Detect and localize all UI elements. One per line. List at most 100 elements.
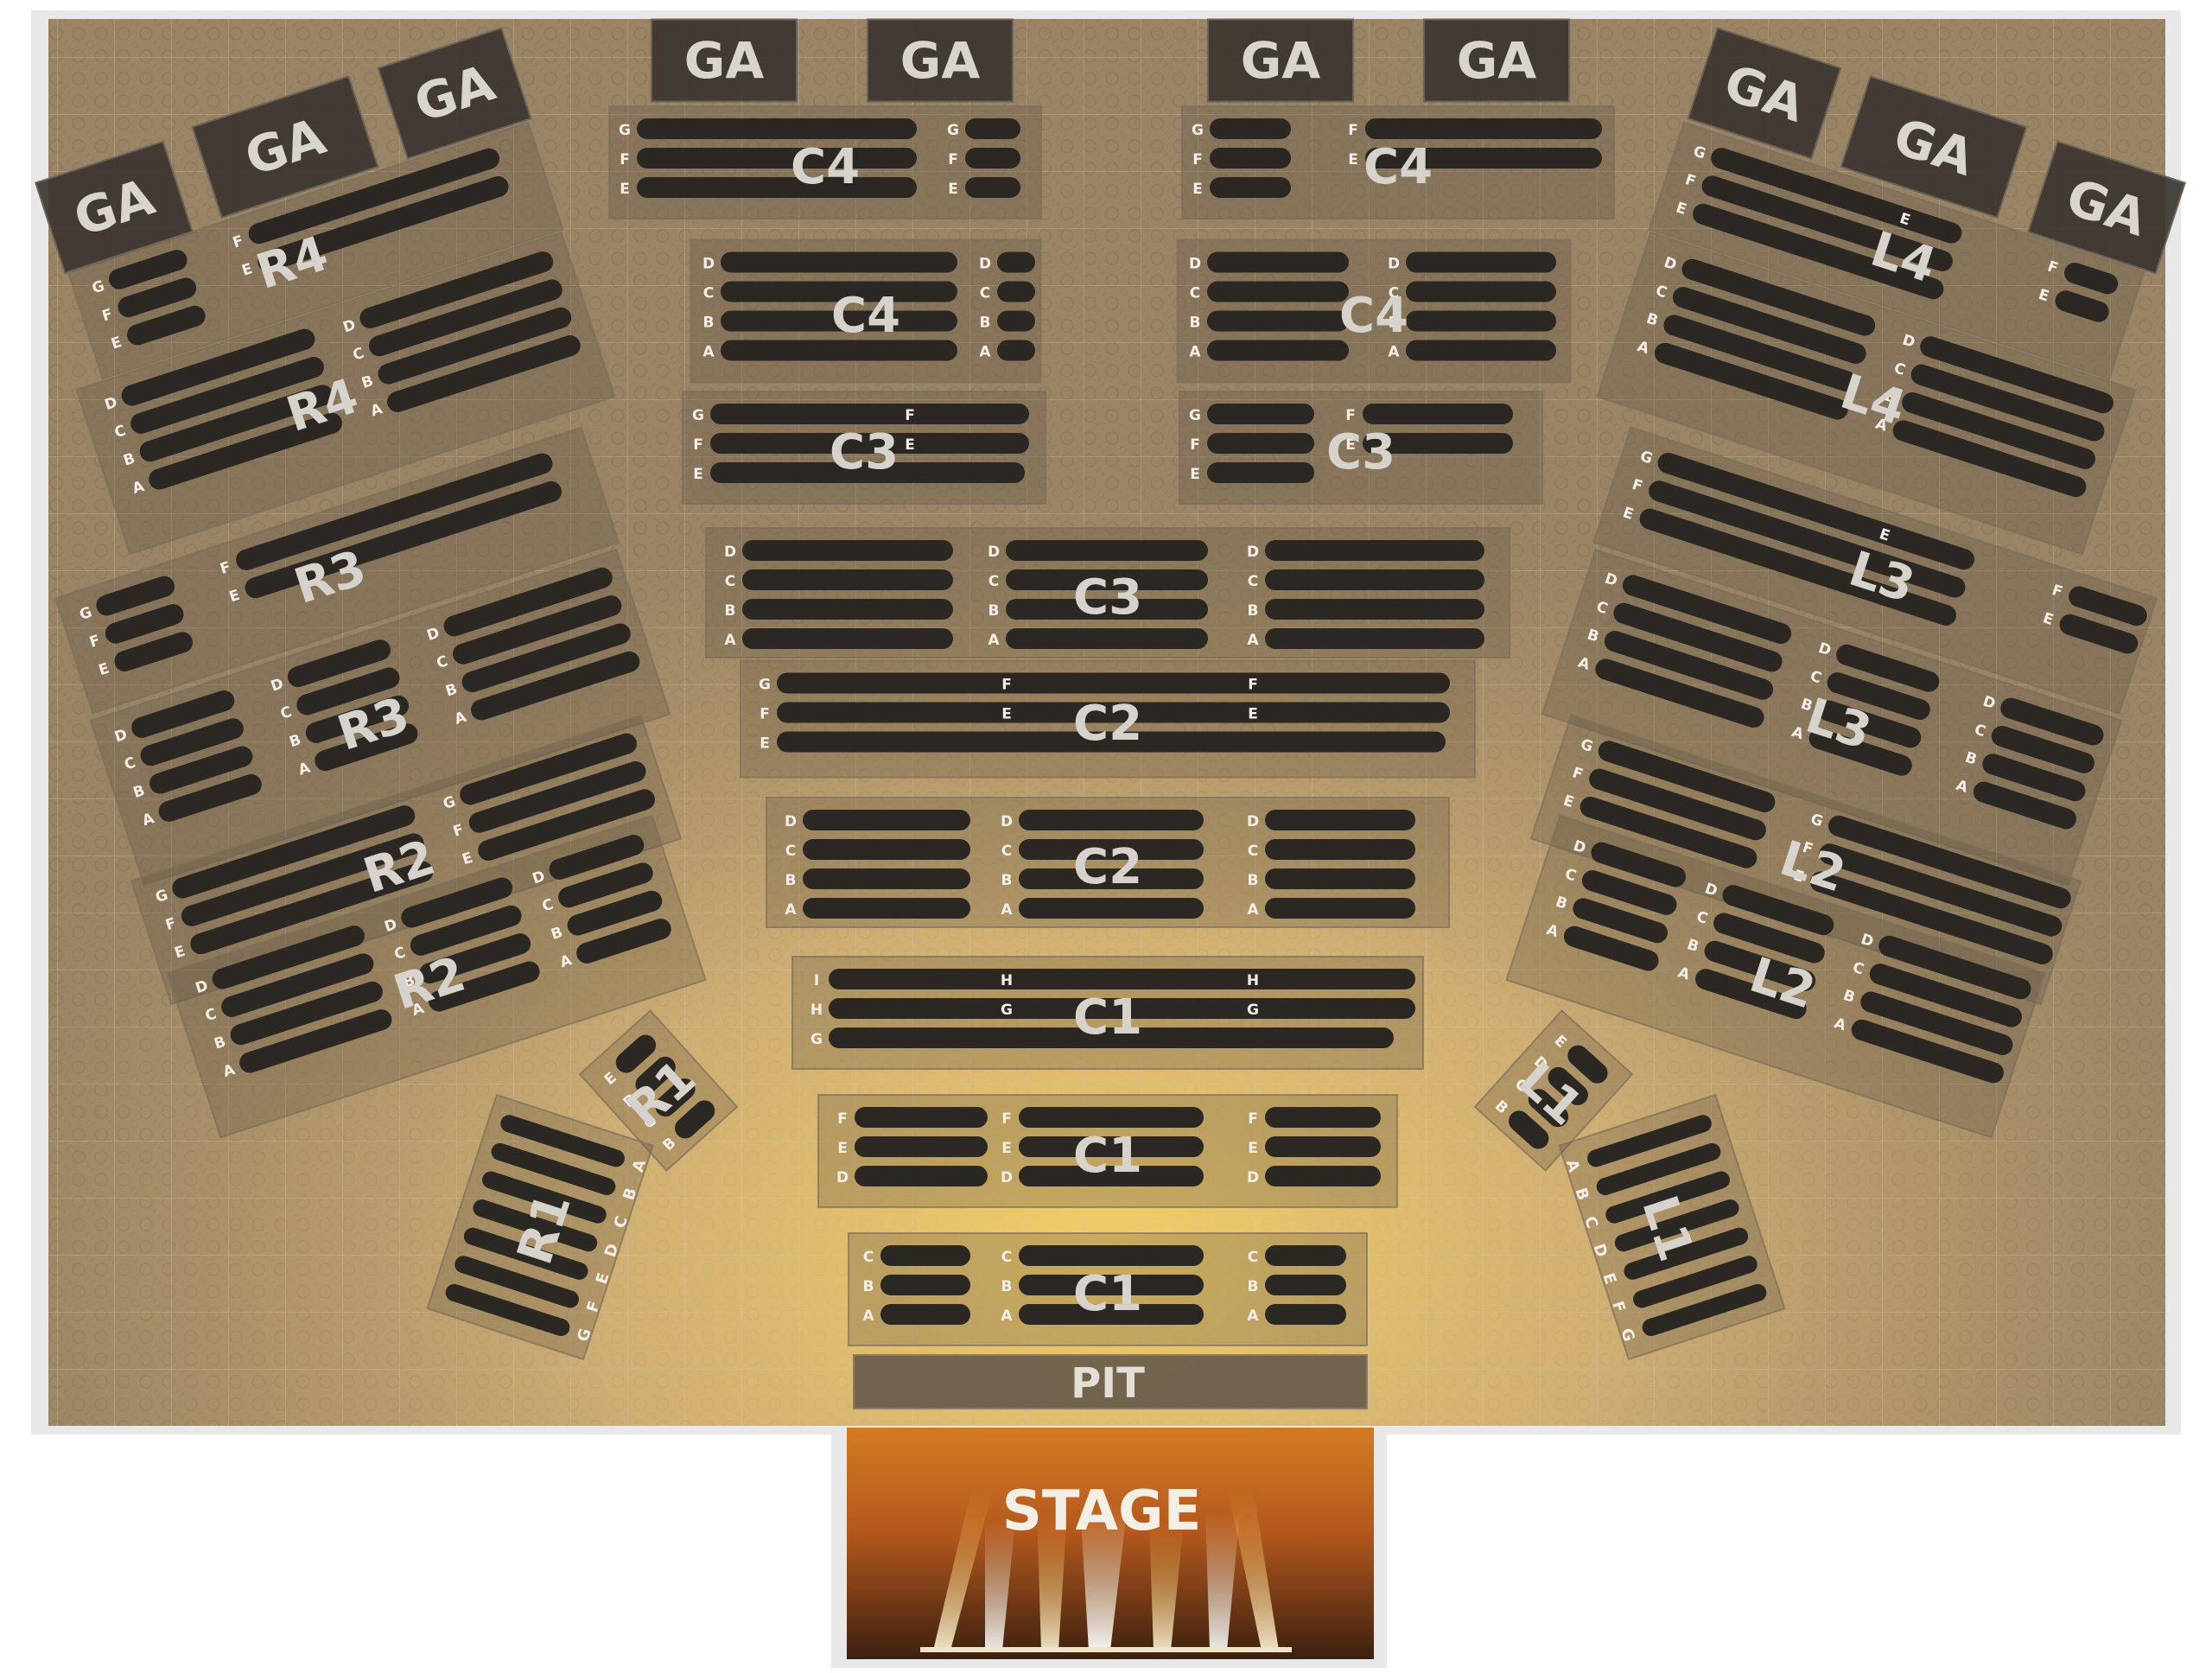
seat-row[interactable] xyxy=(1019,1166,1204,1186)
seat-row[interactable] xyxy=(416,931,533,986)
seat-row[interactable] xyxy=(671,1096,719,1142)
seat-row[interactable] xyxy=(651,1074,699,1121)
seat-row[interactable] xyxy=(1210,148,1291,169)
ga-box[interactable]: GA xyxy=(1840,75,2028,219)
seat-row[interactable] xyxy=(124,303,208,348)
seat-row[interactable] xyxy=(1207,281,1349,302)
seat-row[interactable] xyxy=(138,716,246,768)
seat-row[interactable] xyxy=(1019,1107,1204,1128)
seat-row[interactable] xyxy=(233,450,556,572)
seat-row[interactable] xyxy=(1867,961,2024,1030)
seat-row[interactable] xyxy=(1909,362,2107,444)
seat-row[interactable] xyxy=(2066,583,2150,628)
seat-row[interactable] xyxy=(1265,599,1484,620)
seat-row[interactable] xyxy=(1917,334,2116,416)
seat-row[interactable] xyxy=(255,174,512,275)
seat-row[interactable] xyxy=(408,903,524,958)
ga-box[interactable]: GA xyxy=(377,27,532,160)
seat-row[interactable] xyxy=(294,665,402,717)
seat-row[interactable] xyxy=(997,281,1035,302)
seat-row[interactable] xyxy=(1891,417,2089,499)
seat-row[interactable] xyxy=(147,743,255,796)
seat-row[interactable] xyxy=(1019,898,1204,919)
seat-row[interactable] xyxy=(1207,251,1349,273)
seat-row[interactable] xyxy=(1807,726,1915,779)
ga-box[interactable]: GA xyxy=(1423,18,1570,103)
seat-row[interactable] xyxy=(1971,779,2079,831)
seat-row[interactable] xyxy=(1622,1225,1751,1282)
seat-row[interactable] xyxy=(1019,969,1204,989)
seat-row[interactable] xyxy=(1808,868,2056,967)
seat-row[interactable] xyxy=(1998,695,2106,747)
seat-row[interactable] xyxy=(1711,910,1827,965)
seat-row[interactable] xyxy=(237,1007,394,1076)
seat-row[interactable] xyxy=(1406,281,1556,302)
seat-row[interactable] xyxy=(489,1141,618,1197)
ga-box[interactable]: GA xyxy=(35,140,194,275)
seat-row[interactable] xyxy=(1670,284,1869,366)
seat-row[interactable] xyxy=(1826,813,2074,912)
seat-row[interactable] xyxy=(1019,1245,1204,1266)
seat-row[interactable] xyxy=(1265,569,1484,590)
seat-row[interactable] xyxy=(1580,868,1680,918)
seat-row[interactable] xyxy=(1825,670,1933,722)
seat-row[interactable] xyxy=(106,247,190,292)
pit-section[interactable]: PIT xyxy=(853,1354,1368,1409)
seat-row[interactable] xyxy=(111,629,195,674)
seat-row[interactable] xyxy=(480,1169,608,1225)
seat-row[interactable] xyxy=(1019,672,1204,694)
seat-row[interactable] xyxy=(453,1254,582,1310)
seat-row[interactable] xyxy=(880,1245,970,1266)
seat-row[interactable] xyxy=(1637,506,1959,628)
seat-row[interactable] xyxy=(1708,145,1965,246)
seat-row[interactable] xyxy=(137,382,336,464)
seat-row[interactable] xyxy=(637,177,917,198)
seat-row[interactable] xyxy=(1815,697,1923,750)
seat-row[interactable] xyxy=(1265,898,1415,919)
seat-row[interactable] xyxy=(1265,998,1415,1019)
seat-row[interactable] xyxy=(1207,404,1314,424)
seat-row[interactable] xyxy=(103,601,187,646)
seat-row[interactable] xyxy=(1265,969,1415,989)
seat-row[interactable] xyxy=(375,305,574,387)
seat-row[interactable] xyxy=(459,620,632,695)
seat-row[interactable] xyxy=(128,354,327,436)
seat-row[interactable] xyxy=(1592,656,1766,730)
ga-box[interactable]: GA xyxy=(867,18,1014,103)
seat-row[interactable] xyxy=(721,310,957,332)
seat-row[interactable] xyxy=(574,916,674,966)
seat-row[interactable] xyxy=(1586,1113,1714,1169)
seat-row[interactable] xyxy=(1019,998,1204,1019)
seat-row[interactable] xyxy=(1265,1275,1346,1295)
ga-box[interactable]: GA xyxy=(2027,140,2186,275)
seat-row[interactable] xyxy=(637,118,917,139)
seat-row[interactable] xyxy=(1630,1254,1759,1310)
seat-row[interactable] xyxy=(1816,841,2064,939)
seat-row[interactable] xyxy=(632,1053,680,1099)
seat-row[interactable] xyxy=(219,951,376,1020)
seat-row[interactable] xyxy=(1019,1304,1204,1325)
seat-row[interactable] xyxy=(1006,540,1208,561)
seat-row[interactable] xyxy=(179,830,427,929)
seat-row[interactable] xyxy=(2052,288,2111,325)
seat-row[interactable] xyxy=(1701,938,1818,994)
seat-row[interactable] xyxy=(1661,312,1859,394)
seat-row[interactable] xyxy=(1544,1063,1592,1110)
seat-row[interactable] xyxy=(312,721,420,773)
seat-row[interactable] xyxy=(1893,527,1916,552)
seat-row[interactable] xyxy=(565,888,665,938)
seat-row[interactable] xyxy=(210,923,367,992)
seat-row[interactable] xyxy=(1265,672,1450,694)
seat-row[interactable] xyxy=(1265,1166,1381,1186)
seat-row[interactable] xyxy=(1570,895,1670,945)
seat-row[interactable] xyxy=(777,731,1446,753)
seat-row[interactable] xyxy=(398,875,515,930)
